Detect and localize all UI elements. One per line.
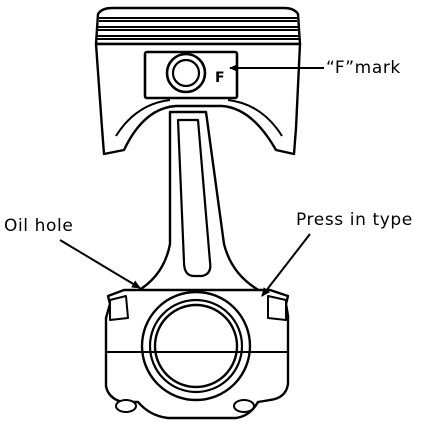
f-mark-label: “F”mark xyxy=(326,58,401,78)
leader-oil-hole xyxy=(59,239,141,289)
oil-hole-label: Oil hole xyxy=(4,216,74,236)
leader-press-in xyxy=(261,233,311,297)
piston-f-mark-letter: F xyxy=(215,70,225,86)
piston-skirt-inner xyxy=(115,99,283,137)
rod-bolts xyxy=(109,295,287,413)
rod-beam-channel xyxy=(176,118,212,278)
rod-big-end-bore xyxy=(153,303,239,389)
connecting-rod xyxy=(104,110,290,420)
piston-ring-grooves xyxy=(97,17,299,40)
piston-pin-bore xyxy=(171,58,201,88)
piston xyxy=(94,6,302,156)
leader-lines xyxy=(59,64,324,297)
press-in-type-label: Press in type xyxy=(296,210,413,230)
